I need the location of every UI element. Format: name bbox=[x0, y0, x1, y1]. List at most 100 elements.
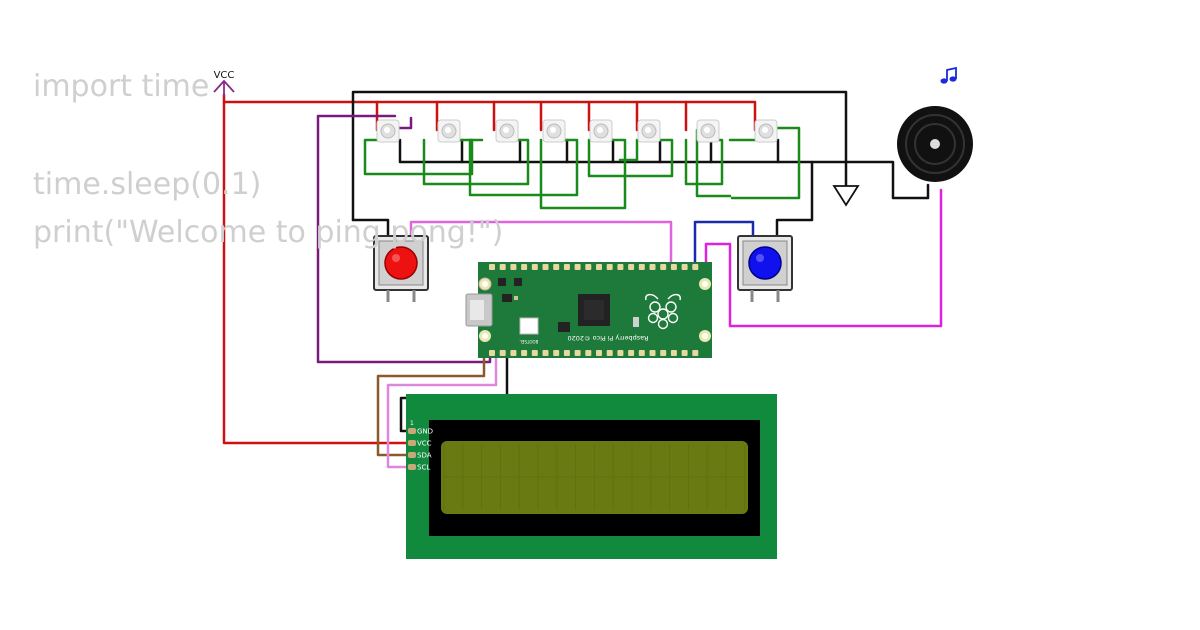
pico-pin[interactable] bbox=[521, 264, 528, 270]
wire-gnd-top[interactable] bbox=[351, 90, 848, 222]
pico-pin[interactable] bbox=[542, 264, 549, 270]
lcd-display[interactable]: 1 GND VCC SDA SCL bbox=[406, 394, 777, 559]
wire-gnd-btn-blue[interactable] bbox=[775, 160, 814, 240]
music-note-icon bbox=[940, 66, 957, 84]
pico-pin[interactable] bbox=[670, 264, 677, 270]
wire-buzzer-signal[interactable] bbox=[704, 188, 943, 328]
wire-btn-red-signal[interactable] bbox=[409, 220, 673, 270]
pico-pins-top bbox=[489, 264, 699, 270]
pico-pin[interactable] bbox=[628, 264, 635, 270]
pushbutton-blue[interactable] bbox=[737, 235, 793, 302]
vcc-label: VCC bbox=[214, 70, 235, 81]
wire-gnd-btn-red[interactable] bbox=[351, 218, 390, 240]
neopixel-led[interactable] bbox=[495, 119, 519, 143]
ground-symbol bbox=[832, 185, 860, 207]
lcd-pins: GND VCC SDA SCL bbox=[408, 428, 433, 472]
wire-vcc-bus[interactable] bbox=[222, 100, 757, 132]
pico-pin[interactable] bbox=[596, 350, 602, 356]
code-line-print: print("Welcome to ping pong!") bbox=[33, 215, 504, 250]
wires bbox=[222, 90, 943, 469]
pico-pin[interactable] bbox=[681, 264, 688, 270]
lcd-pin-pad[interactable] bbox=[408, 440, 416, 446]
pico-pin[interactable] bbox=[692, 350, 699, 356]
pico-pin[interactable] bbox=[606, 350, 613, 356]
led-strip bbox=[376, 119, 778, 143]
pico-pin[interactable] bbox=[670, 350, 677, 356]
bootsel-button[interactable] bbox=[519, 317, 539, 335]
pico-pin[interactable] bbox=[617, 350, 624, 356]
wire-btn-blue-signal[interactable] bbox=[693, 220, 755, 270]
button-cap-red[interactable] bbox=[384, 246, 418, 280]
pico-pin[interactable] bbox=[510, 264, 517, 270]
lcd-character-grid bbox=[443, 445, 746, 510]
code-line-sleep: time.sleep(0.1) bbox=[33, 167, 262, 202]
button-cap-blue[interactable] bbox=[748, 246, 782, 280]
pico-pin[interactable] bbox=[660, 264, 667, 270]
lcd-pin-1-marker: 1 bbox=[410, 420, 414, 427]
wire-gnd-led-drops[interactable] bbox=[460, 138, 780, 164]
wire-gnd-bus[interactable] bbox=[398, 138, 930, 200]
pico-pin[interactable] bbox=[649, 350, 656, 356]
ground-icon bbox=[832, 185, 860, 207]
pico-pin[interactable] bbox=[499, 350, 506, 356]
pico-pin[interactable] bbox=[692, 264, 699, 270]
neopixel-led[interactable] bbox=[542, 119, 566, 143]
wire-led-chain-1[interactable] bbox=[363, 138, 474, 176]
pico-pin[interactable] bbox=[489, 350, 495, 356]
neopixel-led[interactable] bbox=[696, 119, 720, 143]
wire-led-chain-3[interactable] bbox=[468, 138, 579, 197]
pico-pin[interactable] bbox=[617, 264, 624, 270]
pushbutton-red[interactable] bbox=[373, 235, 429, 302]
wire-lcd-scl[interactable] bbox=[386, 343, 498, 469]
pico-pin[interactable] bbox=[638, 350, 645, 356]
neopixel-led[interactable] bbox=[437, 119, 461, 143]
pico-pin[interactable] bbox=[489, 264, 495, 270]
neopixel-led[interactable] bbox=[637, 119, 661, 143]
pico-pin[interactable] bbox=[574, 350, 581, 356]
pico-pin[interactable] bbox=[585, 264, 592, 270]
lcd-pin-label: SCL bbox=[417, 464, 430, 472]
wire-vcc-main[interactable] bbox=[222, 93, 414, 445]
pico-pin[interactable] bbox=[553, 350, 560, 356]
pico-pin[interactable] bbox=[553, 264, 560, 270]
bootsel-label: BOOTSEL bbox=[519, 339, 538, 344]
vcc-symbol: VCC bbox=[213, 70, 235, 97]
pico-pin[interactable] bbox=[531, 350, 538, 356]
lcd-pin-label: VCC bbox=[417, 440, 432, 448]
wire-gnd-lcd[interactable] bbox=[399, 354, 509, 433]
lcd-pin-pad[interactable] bbox=[408, 452, 416, 458]
pico-pin[interactable] bbox=[649, 264, 656, 270]
pico-pin[interactable] bbox=[574, 264, 581, 270]
pico-pin[interactable] bbox=[681, 350, 688, 356]
lcd-pin-pad[interactable] bbox=[408, 428, 416, 434]
wire-lcd-sda[interactable] bbox=[376, 343, 486, 457]
raspberry-pi-pico[interactable]: BOOTSEL Raspberry Pi Pico ©2020 bbox=[465, 262, 712, 358]
pico-pin[interactable] bbox=[606, 264, 613, 270]
neopixel-led[interactable] bbox=[754, 119, 778, 143]
pico-pin[interactable] bbox=[563, 350, 570, 356]
buzzer[interactable] bbox=[897, 66, 973, 182]
lcd-pin-label: SDA bbox=[417, 452, 432, 460]
lcd-pin-pad[interactable] bbox=[408, 464, 416, 470]
pico-pin[interactable] bbox=[521, 350, 528, 356]
lcd-pin-label: GND bbox=[417, 428, 433, 436]
pico-pin[interactable] bbox=[510, 350, 517, 356]
wire-led-chain-2[interactable] bbox=[422, 138, 530, 186]
pico-pin[interactable] bbox=[596, 264, 602, 270]
wire-led-chain-7[interactable] bbox=[695, 126, 801, 200]
code-line-import: import time bbox=[33, 69, 210, 104]
pico-pin[interactable] bbox=[628, 350, 635, 356]
pico-pin[interactable] bbox=[531, 264, 538, 270]
pico-pin[interactable] bbox=[563, 264, 570, 270]
pico-pin[interactable] bbox=[660, 350, 667, 356]
pico-pin[interactable] bbox=[638, 264, 645, 270]
pico-pin[interactable] bbox=[585, 350, 592, 356]
pico-pin[interactable] bbox=[542, 350, 549, 356]
pico-pin[interactable] bbox=[499, 264, 506, 270]
pico-brand-label: Raspberry Pi Pico ©2020 bbox=[567, 334, 648, 342]
neopixel-led[interactable] bbox=[376, 119, 400, 143]
wire-led-chain-5[interactable] bbox=[587, 138, 674, 178]
neopixel-led[interactable] bbox=[589, 119, 613, 143]
wire-led-chain-4[interactable] bbox=[539, 138, 627, 210]
